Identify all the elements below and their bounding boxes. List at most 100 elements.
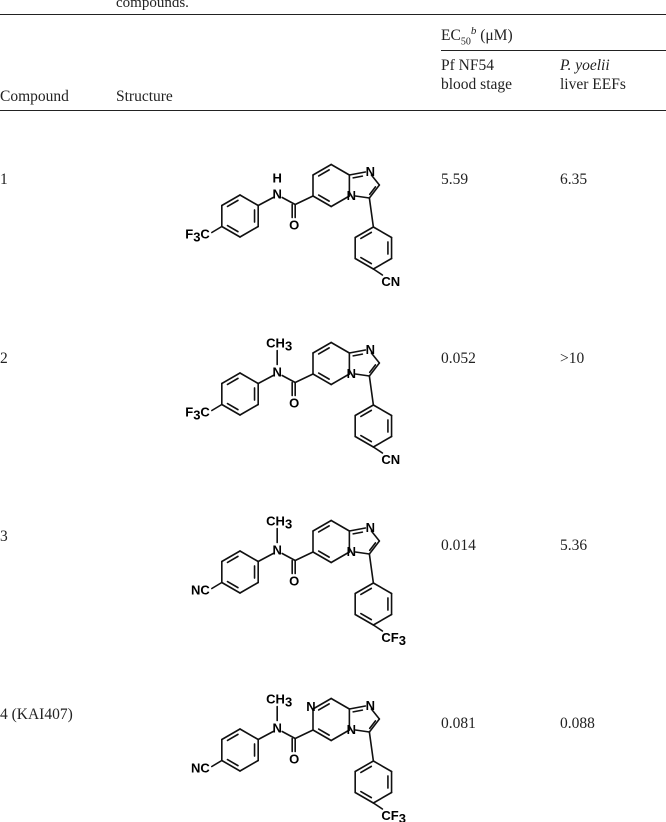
imidazole-n-label: N: [366, 164, 375, 179]
bond: [281, 196, 296, 206]
bond: [226, 402, 239, 411]
row-3-py: 5.36: [560, 537, 588, 554]
bond: [352, 531, 364, 535]
bond: [226, 758, 239, 767]
bond: [352, 353, 364, 357]
bond: [368, 197, 375, 228]
bond: [312, 195, 332, 208]
bond: [370, 708, 381, 720]
bond: [330, 519, 351, 532]
bond: [330, 373, 351, 386]
bond: [352, 175, 364, 179]
right-substituent-label: CF3: [381, 808, 406, 822]
row-1-compound: 1: [0, 171, 8, 188]
bond: [221, 403, 241, 416]
n-methyl-label: CH3: [266, 336, 292, 354]
ec50-header: EC50b (μM): [441, 25, 513, 48]
bond: [354, 373, 371, 377]
bond: [370, 352, 381, 364]
imidazole-n-label: N: [366, 342, 375, 357]
bond: [372, 582, 393, 595]
right-substituent-label: CF3: [381, 630, 406, 648]
bond: [370, 530, 381, 542]
bond: [370, 174, 381, 186]
bond: [330, 697, 351, 710]
row-1-py: 6.35: [560, 171, 588, 188]
row-2-compound: 2: [0, 350, 8, 367]
bond: [348, 527, 367, 532]
carbonyl-o-label: O: [289, 752, 299, 767]
bridge-n-label: N: [347, 544, 356, 559]
py-header-line2: liver EEFs: [560, 76, 626, 93]
left-substituent-label: NC: [191, 761, 210, 776]
bond: [211, 225, 223, 234]
bond: [354, 729, 371, 733]
bond: [368, 364, 377, 374]
carbonyl-o-label: O: [289, 396, 299, 411]
bond: [294, 195, 314, 206]
bond: [368, 186, 377, 196]
bond: [348, 705, 367, 710]
bond: [312, 373, 332, 386]
left-substituent-label: F3C: [185, 227, 210, 245]
bond: [312, 729, 332, 742]
bond: [226, 224, 239, 233]
bond: [354, 257, 375, 270]
bond: [221, 728, 241, 741]
bond: [354, 760, 375, 773]
n-methyl-label: CH3: [266, 514, 292, 532]
bond: [221, 225, 241, 238]
bond: [239, 550, 259, 563]
n-methyl-label: CH3: [266, 692, 292, 710]
bond: [281, 374, 296, 384]
bond: [226, 733, 239, 742]
bond: [372, 446, 384, 454]
bond: [239, 759, 259, 772]
bond: [257, 196, 274, 207]
bond: [372, 226, 393, 239]
amide-n-label: N: [272, 543, 281, 558]
bond: [352, 709, 364, 713]
bridge-n-label: N: [347, 188, 356, 203]
bond: [239, 194, 259, 207]
bond: [360, 765, 373, 774]
bond: [312, 551, 332, 564]
bond: [294, 729, 314, 740]
bridge-n-label: N: [347, 722, 356, 737]
bond: [211, 403, 223, 412]
top-rule: [0, 14, 666, 15]
row-4-py: 0.088: [560, 715, 595, 732]
ec50-span-rule: [441, 50, 666, 51]
bond: [360, 587, 373, 596]
bond: [372, 257, 393, 270]
bond: [317, 169, 330, 177]
bond: [360, 434, 373, 443]
bond: [312, 163, 332, 176]
bond: [348, 349, 367, 354]
bond: [239, 581, 259, 594]
bond: [368, 720, 377, 730]
pf-header-line2: blood stage: [441, 76, 513, 93]
bond: [330, 163, 351, 176]
structure-header: Structure: [116, 88, 173, 105]
bond: [360, 612, 373, 621]
bond: [372, 268, 384, 276]
bond: [330, 195, 351, 208]
table-caption: compounds.: [116, 0, 189, 11]
ring-n-label: N: [306, 699, 315, 714]
amide-n-label: N: [272, 365, 281, 380]
bond: [368, 718, 381, 733]
header-bottom-rule: [0, 110, 666, 111]
row-2-py: >10: [560, 350, 585, 367]
bond: [360, 409, 373, 418]
bond: [330, 729, 351, 742]
imidazole-n-label: N: [366, 698, 375, 713]
bond: [221, 550, 241, 563]
